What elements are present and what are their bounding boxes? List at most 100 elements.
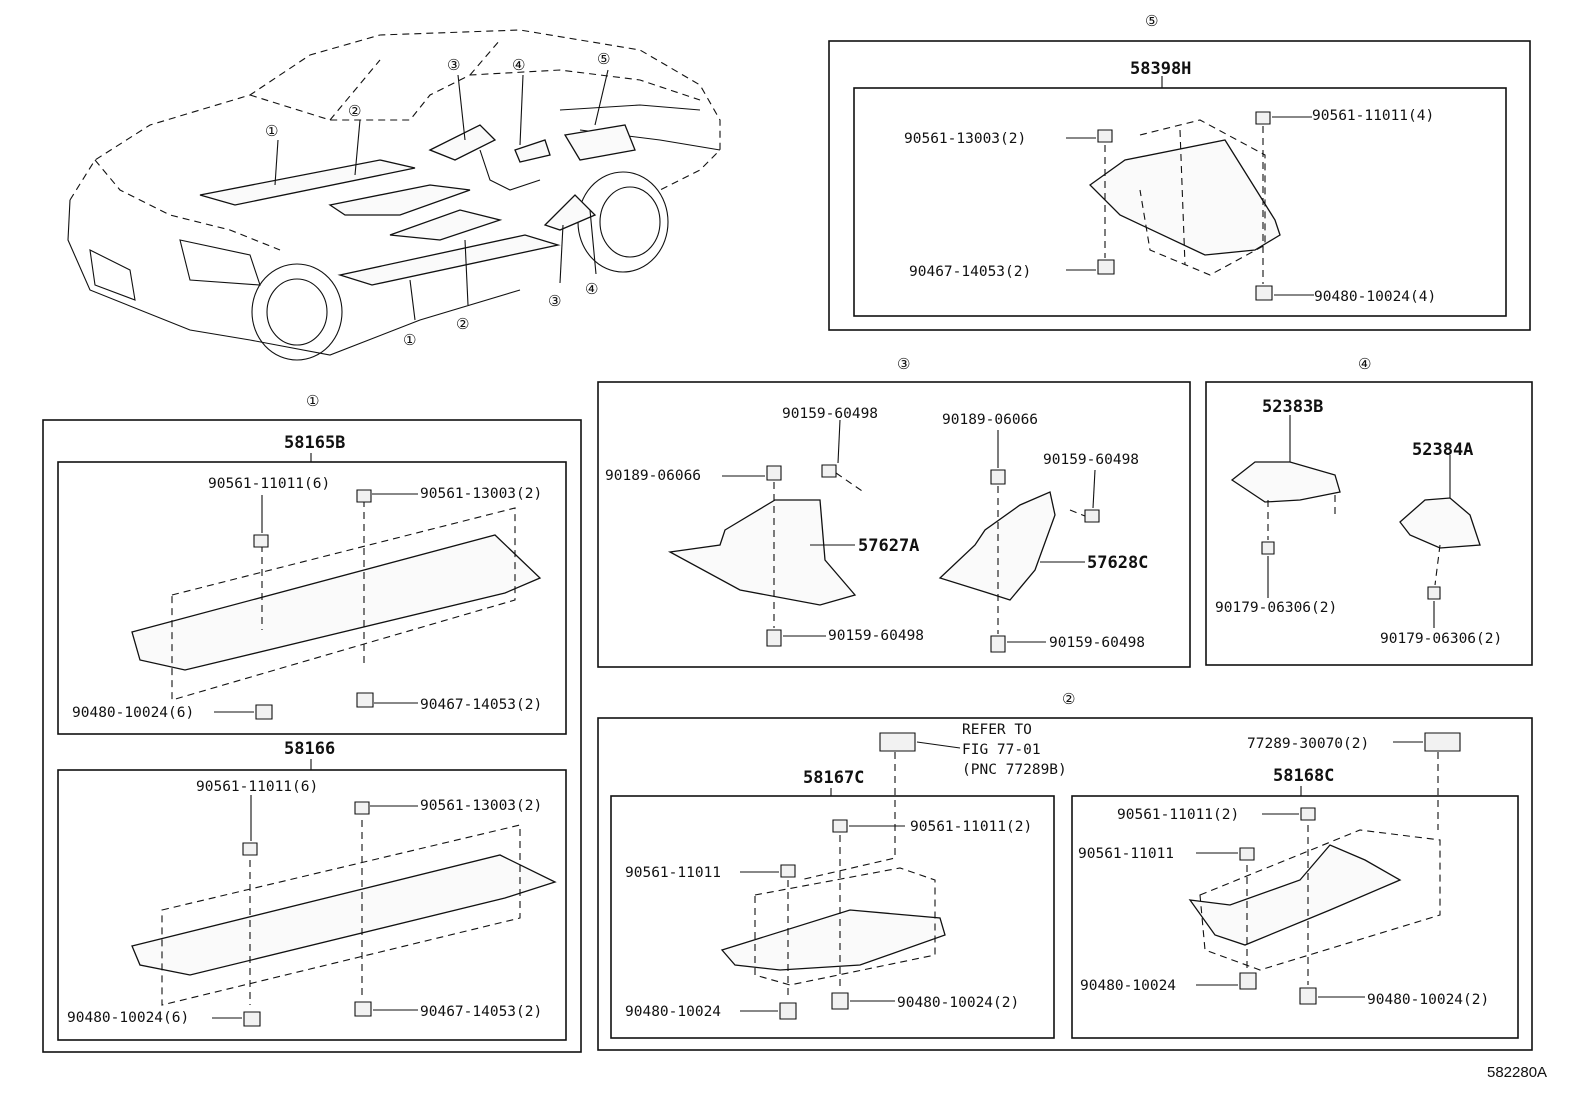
section-4: ④ 52383B 52384A 90179-06306(2) 90179-063… bbox=[1205, 355, 1533, 666]
nut-90467-14053 bbox=[356, 692, 374, 708]
section-1-marker: ① bbox=[306, 392, 319, 410]
label-90561-11011: 90561-11011 bbox=[1078, 846, 1174, 862]
car-callout-4-bottom: ④ bbox=[585, 280, 598, 298]
label-90480-10024-2: 90480-10024(2) bbox=[897, 995, 1019, 1011]
section-1-outer-box bbox=[42, 419, 582, 1053]
clip-90561-11011 bbox=[1300, 807, 1316, 821]
clip-90561-11011 bbox=[253, 534, 269, 548]
label-90561-11011: 90561-11011(6) bbox=[196, 779, 318, 795]
label-90480-10024: 90480-10024(6) bbox=[67, 1010, 189, 1026]
label-90189-06066-a: 90189-06066 bbox=[605, 468, 701, 484]
clip-90189-06066 bbox=[990, 469, 1006, 485]
part-52384a: 52384A bbox=[1412, 440, 1473, 460]
part-58168c-shape bbox=[1188, 844, 1402, 946]
section-5: ⑤ 58398H 90561-13003(2) 90561-11011(4) 9… bbox=[828, 12, 1531, 331]
bolt-90159-60498 bbox=[821, 464, 837, 478]
label-90159-60498-c: 90159-60498 bbox=[828, 628, 924, 644]
clip-90561-13003 bbox=[356, 489, 372, 503]
nut-90480-10024 bbox=[255, 704, 273, 720]
part-57628c: 57628C bbox=[1087, 553, 1148, 573]
label-90179-06306-a: 90179-06306(2) bbox=[1215, 600, 1337, 616]
section-3: ③ 57627A 57628C 90159-60498 90189-06066 … bbox=[597, 355, 1191, 668]
section-1: ① 58165B 90561-11011(6) 90561-13003(2) 9… bbox=[42, 392, 582, 1053]
nut-90480-10024 bbox=[831, 992, 849, 1010]
nut-90480-10024 bbox=[1255, 285, 1273, 301]
part-58167c-shape bbox=[720, 909, 946, 971]
diagram-id: 582280A bbox=[1487, 1064, 1547, 1081]
part-58398h: 58398H bbox=[1130, 59, 1191, 79]
clip-90561-13003 bbox=[1097, 129, 1113, 143]
label-90561-13003: 90561-13003(2) bbox=[420, 798, 542, 814]
part-52383b-shape bbox=[1230, 461, 1341, 503]
label-90189-06066-b: 90189-06066 bbox=[942, 412, 1038, 428]
nut-90480-10024 bbox=[779, 1002, 797, 1020]
nut-90480-10024 bbox=[243, 1011, 261, 1027]
car-callout-2-top: ② bbox=[348, 102, 361, 120]
section-5-marker: ⑤ bbox=[1145, 12, 1158, 30]
car-callout-3-top: ③ bbox=[447, 56, 460, 74]
label-90561-11011: 90561-11011(4) bbox=[1312, 108, 1434, 124]
label-90480-10024: 90480-10024 bbox=[1080, 978, 1176, 994]
label-90561-11011: 90561-11011(6) bbox=[208, 476, 330, 492]
bolt-90159-60498 bbox=[766, 629, 782, 647]
nut-90467-14053 bbox=[1097, 259, 1115, 275]
clip-77289b bbox=[879, 732, 916, 752]
label-90480-10024: 90480-10024(6) bbox=[72, 705, 194, 721]
label-90480-10024: 90480-10024 bbox=[625, 1004, 721, 1020]
label-90467-14053: 90467-14053(2) bbox=[909, 264, 1031, 280]
clip-90561-11011 bbox=[780, 864, 796, 878]
part-58165b: 58165B bbox=[284, 433, 345, 453]
car-callout-5-top: ⑤ bbox=[597, 50, 610, 68]
nut-90467-14053 bbox=[354, 1001, 372, 1017]
car-callout-2-bottom: ② bbox=[456, 315, 469, 333]
part-52384a-shape bbox=[1399, 497, 1481, 549]
car-overview: ① ② ③ ④ ⑤ ① ② ③ ④ bbox=[67, 29, 721, 361]
nut-90179-06306 bbox=[1261, 541, 1275, 555]
label-90561-11011: 90561-11011 bbox=[625, 865, 721, 881]
bolt-90159-60498 bbox=[990, 635, 1006, 653]
car-callout-3-bottom: ③ bbox=[548, 292, 561, 310]
section-4-box bbox=[1205, 381, 1533, 666]
label-90480-10024-2: 90480-10024(2) bbox=[1367, 992, 1489, 1008]
label-90179-06306-b: 90179-06306(2) bbox=[1380, 631, 1502, 647]
part-58166: 58166 bbox=[284, 739, 335, 759]
label-90561-11011-2: 90561-11011(2) bbox=[1117, 807, 1239, 823]
label-90561-13003: 90561-13003(2) bbox=[904, 131, 1026, 147]
section-2-marker: ② bbox=[1062, 690, 1075, 708]
label-90467-14053: 90467-14053(2) bbox=[420, 1004, 542, 1020]
label-90561-13003: 90561-13003(2) bbox=[420, 486, 542, 502]
section-1-upper-box bbox=[57, 461, 567, 735]
section-2-right-box bbox=[1071, 795, 1519, 1039]
section-4-marker: ④ bbox=[1358, 355, 1371, 373]
part-58167c: 58167C bbox=[803, 768, 864, 788]
nut-90480-10024 bbox=[1239, 972, 1257, 990]
section-2-outer-box bbox=[597, 717, 1533, 1051]
clip-90189-06066 bbox=[766, 465, 782, 481]
label-77289-30070: 77289-30070(2) bbox=[1247, 736, 1369, 752]
section-2: ② REFER TO FIG 77-01 (PNC 77289B) 77289-… bbox=[597, 690, 1533, 1051]
section-1-lower-box bbox=[57, 769, 567, 1041]
label-90467-14053: 90467-14053(2) bbox=[420, 697, 542, 713]
part-58166-shape bbox=[131, 854, 557, 976]
part-57627a-shape bbox=[667, 499, 857, 606]
label-90480-10024: 90480-10024(4) bbox=[1314, 289, 1436, 305]
section-2-left-box bbox=[610, 795, 1055, 1039]
section-5-inner-box bbox=[853, 87, 1507, 317]
nut-90179-06306 bbox=[1427, 586, 1441, 600]
clip-90561-11011 bbox=[1255, 111, 1271, 125]
clip-90561-11011 bbox=[832, 819, 848, 833]
refer-line-2: FIG 77-01 bbox=[962, 742, 1041, 758]
clip-90561-13003 bbox=[354, 801, 370, 815]
section-3-box bbox=[597, 381, 1191, 668]
part-57627a: 57627A bbox=[858, 536, 919, 556]
part-58398h-shape bbox=[1088, 139, 1281, 256]
clip-90561-11011 bbox=[242, 842, 258, 856]
label-90159-60498-b: 90159-60498 bbox=[1043, 452, 1139, 468]
car-callout-1-bottom: ① bbox=[403, 331, 416, 349]
part-58168c: 58168C bbox=[1273, 766, 1334, 786]
refer-line-3: (PNC 77289B) bbox=[962, 762, 1067, 778]
section-5-outer-box bbox=[828, 40, 1531, 331]
clip-90561-11011 bbox=[1239, 847, 1255, 861]
